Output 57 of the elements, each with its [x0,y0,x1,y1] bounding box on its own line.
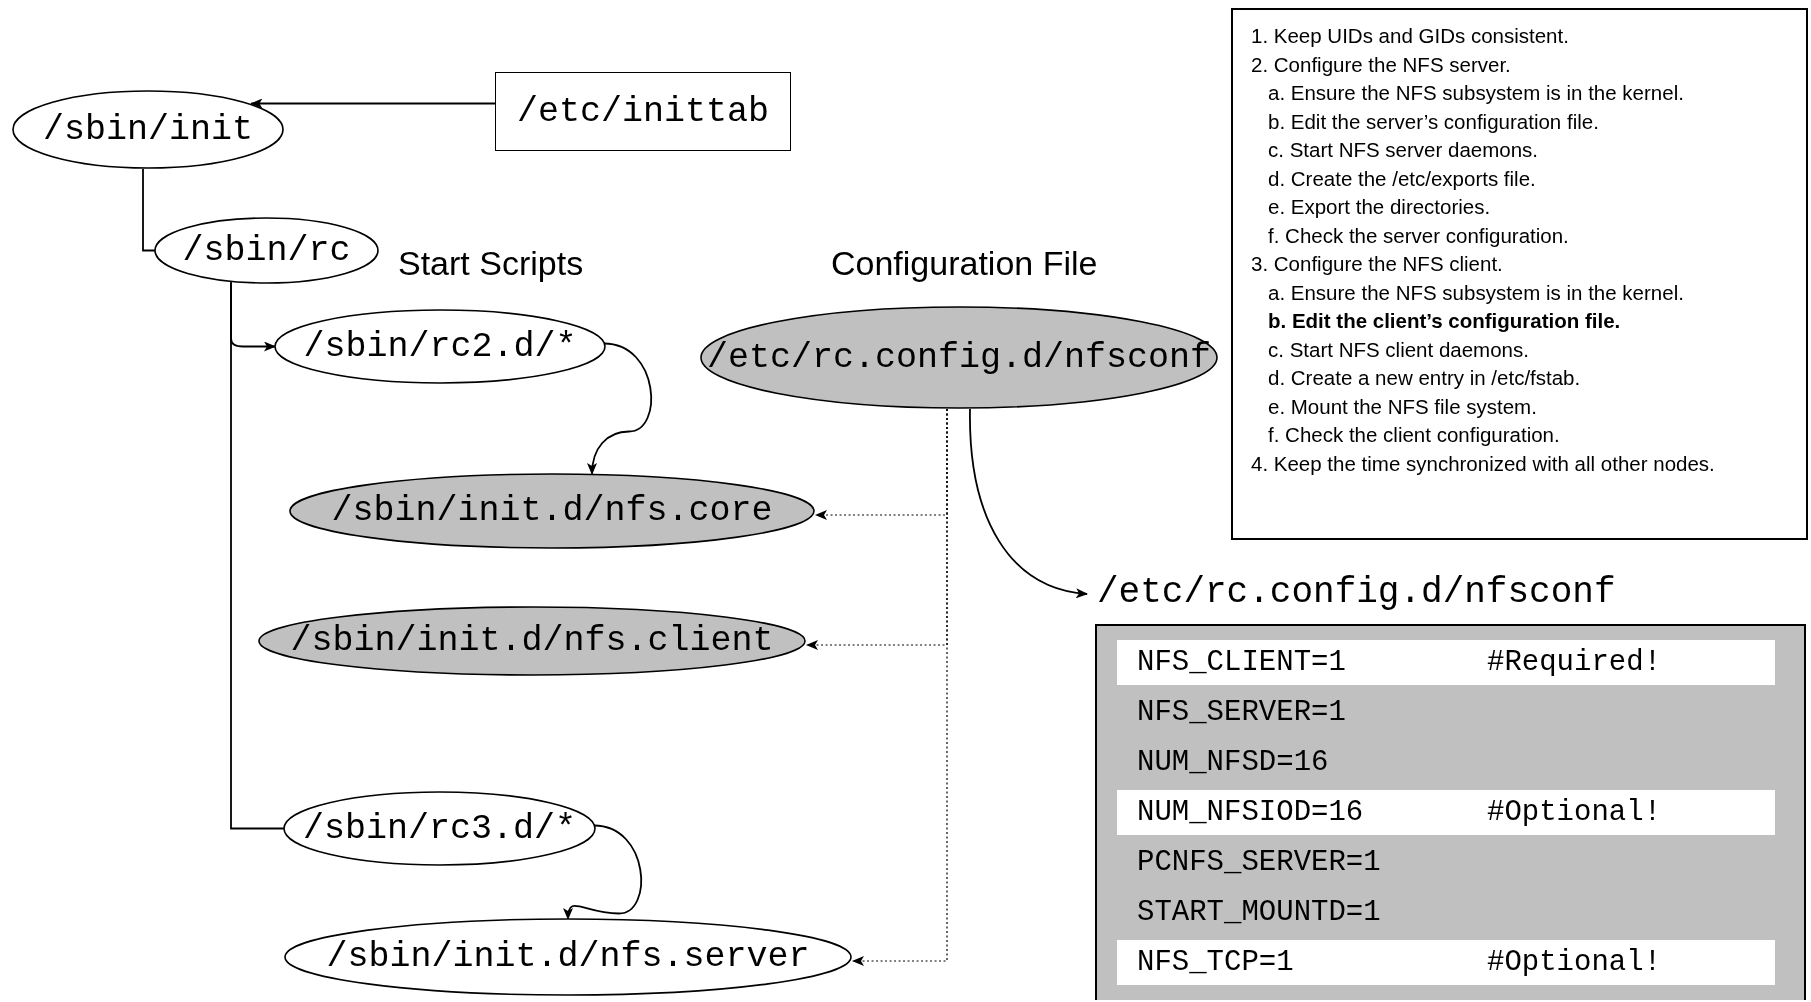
section-heading: Configuration File [831,244,1098,283]
config-comment: #Required! [1487,646,1662,679]
ellipse-node [274,309,606,384]
node-label: /etc/rc.config.d/nfsconf [706,337,1212,378]
connector-line [142,168,156,252]
config-comment: #Optional! [1487,946,1662,979]
checklist-item: d. Create the /etc/exports file. [1267,165,1537,192]
node-label: /sbin/rc2.d/* [303,326,577,367]
ellipse-node [700,306,1218,409]
checklist-item: b. Edit the server’s configuration file. [1267,108,1600,135]
checklist-item: f. Check the client configuration. [1267,422,1561,448]
config-setting: NUM_NFSIOD=16 [1137,796,1364,829]
ellipse-node [258,606,806,676]
checklist-item: c. Start NFS server daemons. [1267,137,1539,163]
arrow [250,98,496,109]
highlighted-row [1117,940,1775,985]
checklist-item: b. Edit the client’s configuration file. [1267,308,1622,334]
node-label: /sbin/init.d/nfs.core [331,491,773,531]
checklist-item: d. Create a new entry in /etc/fstab. [1267,365,1582,391]
checklist-item: 4. Keep the time synchronized with all other nodes. [1251,450,1716,477]
config-comment: #Optional! [1487,796,1662,829]
arrow [587,342,653,475]
node-label: /sbin/rc3.d/* [302,808,576,849]
config-setting: NFS_CLIENT=1 [1137,646,1346,679]
arrow [563,824,643,920]
config-setting: START_MOUNTD=1 [1137,896,1381,929]
checklist-item: a. Ensure the NFS subsystem is in the kernel. [1267,279,1685,306]
ellipse-node [284,918,852,996]
file-box [495,72,791,151]
ellipse-node [154,217,379,284]
highlighted-row [1117,640,1775,685]
checklist-box [1231,8,1808,540]
file-heading: /etc/rc.config.d/nfsconf [1097,572,1616,613]
arrow [969,408,1088,598]
checklist-item: 1. Keep UIDs and GIDs consistent. [1251,23,1570,49]
config-setting: NUM_NFSD=16 [1137,746,1329,779]
ellipse-node [283,791,596,866]
section-heading: Start Scripts [398,244,584,283]
config-setting: PCNFS_SERVER=1 [1137,846,1381,879]
checklist-item: e. Mount the NFS file system. [1267,393,1538,420]
node-label: /sbin/init.d/nfs.server [326,937,810,977]
ellipse-node [12,90,284,169]
highlighted-row [1117,790,1775,835]
dotted-arrow [852,408,948,966]
node-label: /etc/inittab [516,91,769,132]
node-label: /sbin/init.d/nfs.client [290,621,774,661]
checklist-item: 2. Configure the NFS server. [1251,51,1512,78]
checklist-item: e. Export the directories. [1267,194,1492,220]
ellipse-node [289,473,815,549]
checklist-item: f. Check the server configuration. [1267,222,1570,249]
checklist-item: 3. Configure the NFS client. [1251,251,1504,277]
node-label: /sbin/rc [182,230,351,271]
checklist-item: a. Ensure the NFS subsystem is in the kernel. [1267,80,1685,106]
checklist-item: c. Start NFS client daemons. [1267,336,1530,363]
config-setting: NFS_TCP=1 [1137,946,1294,979]
config-setting: NFS_SERVER=1 [1137,696,1346,729]
node-label: /sbin/init [42,109,253,150]
